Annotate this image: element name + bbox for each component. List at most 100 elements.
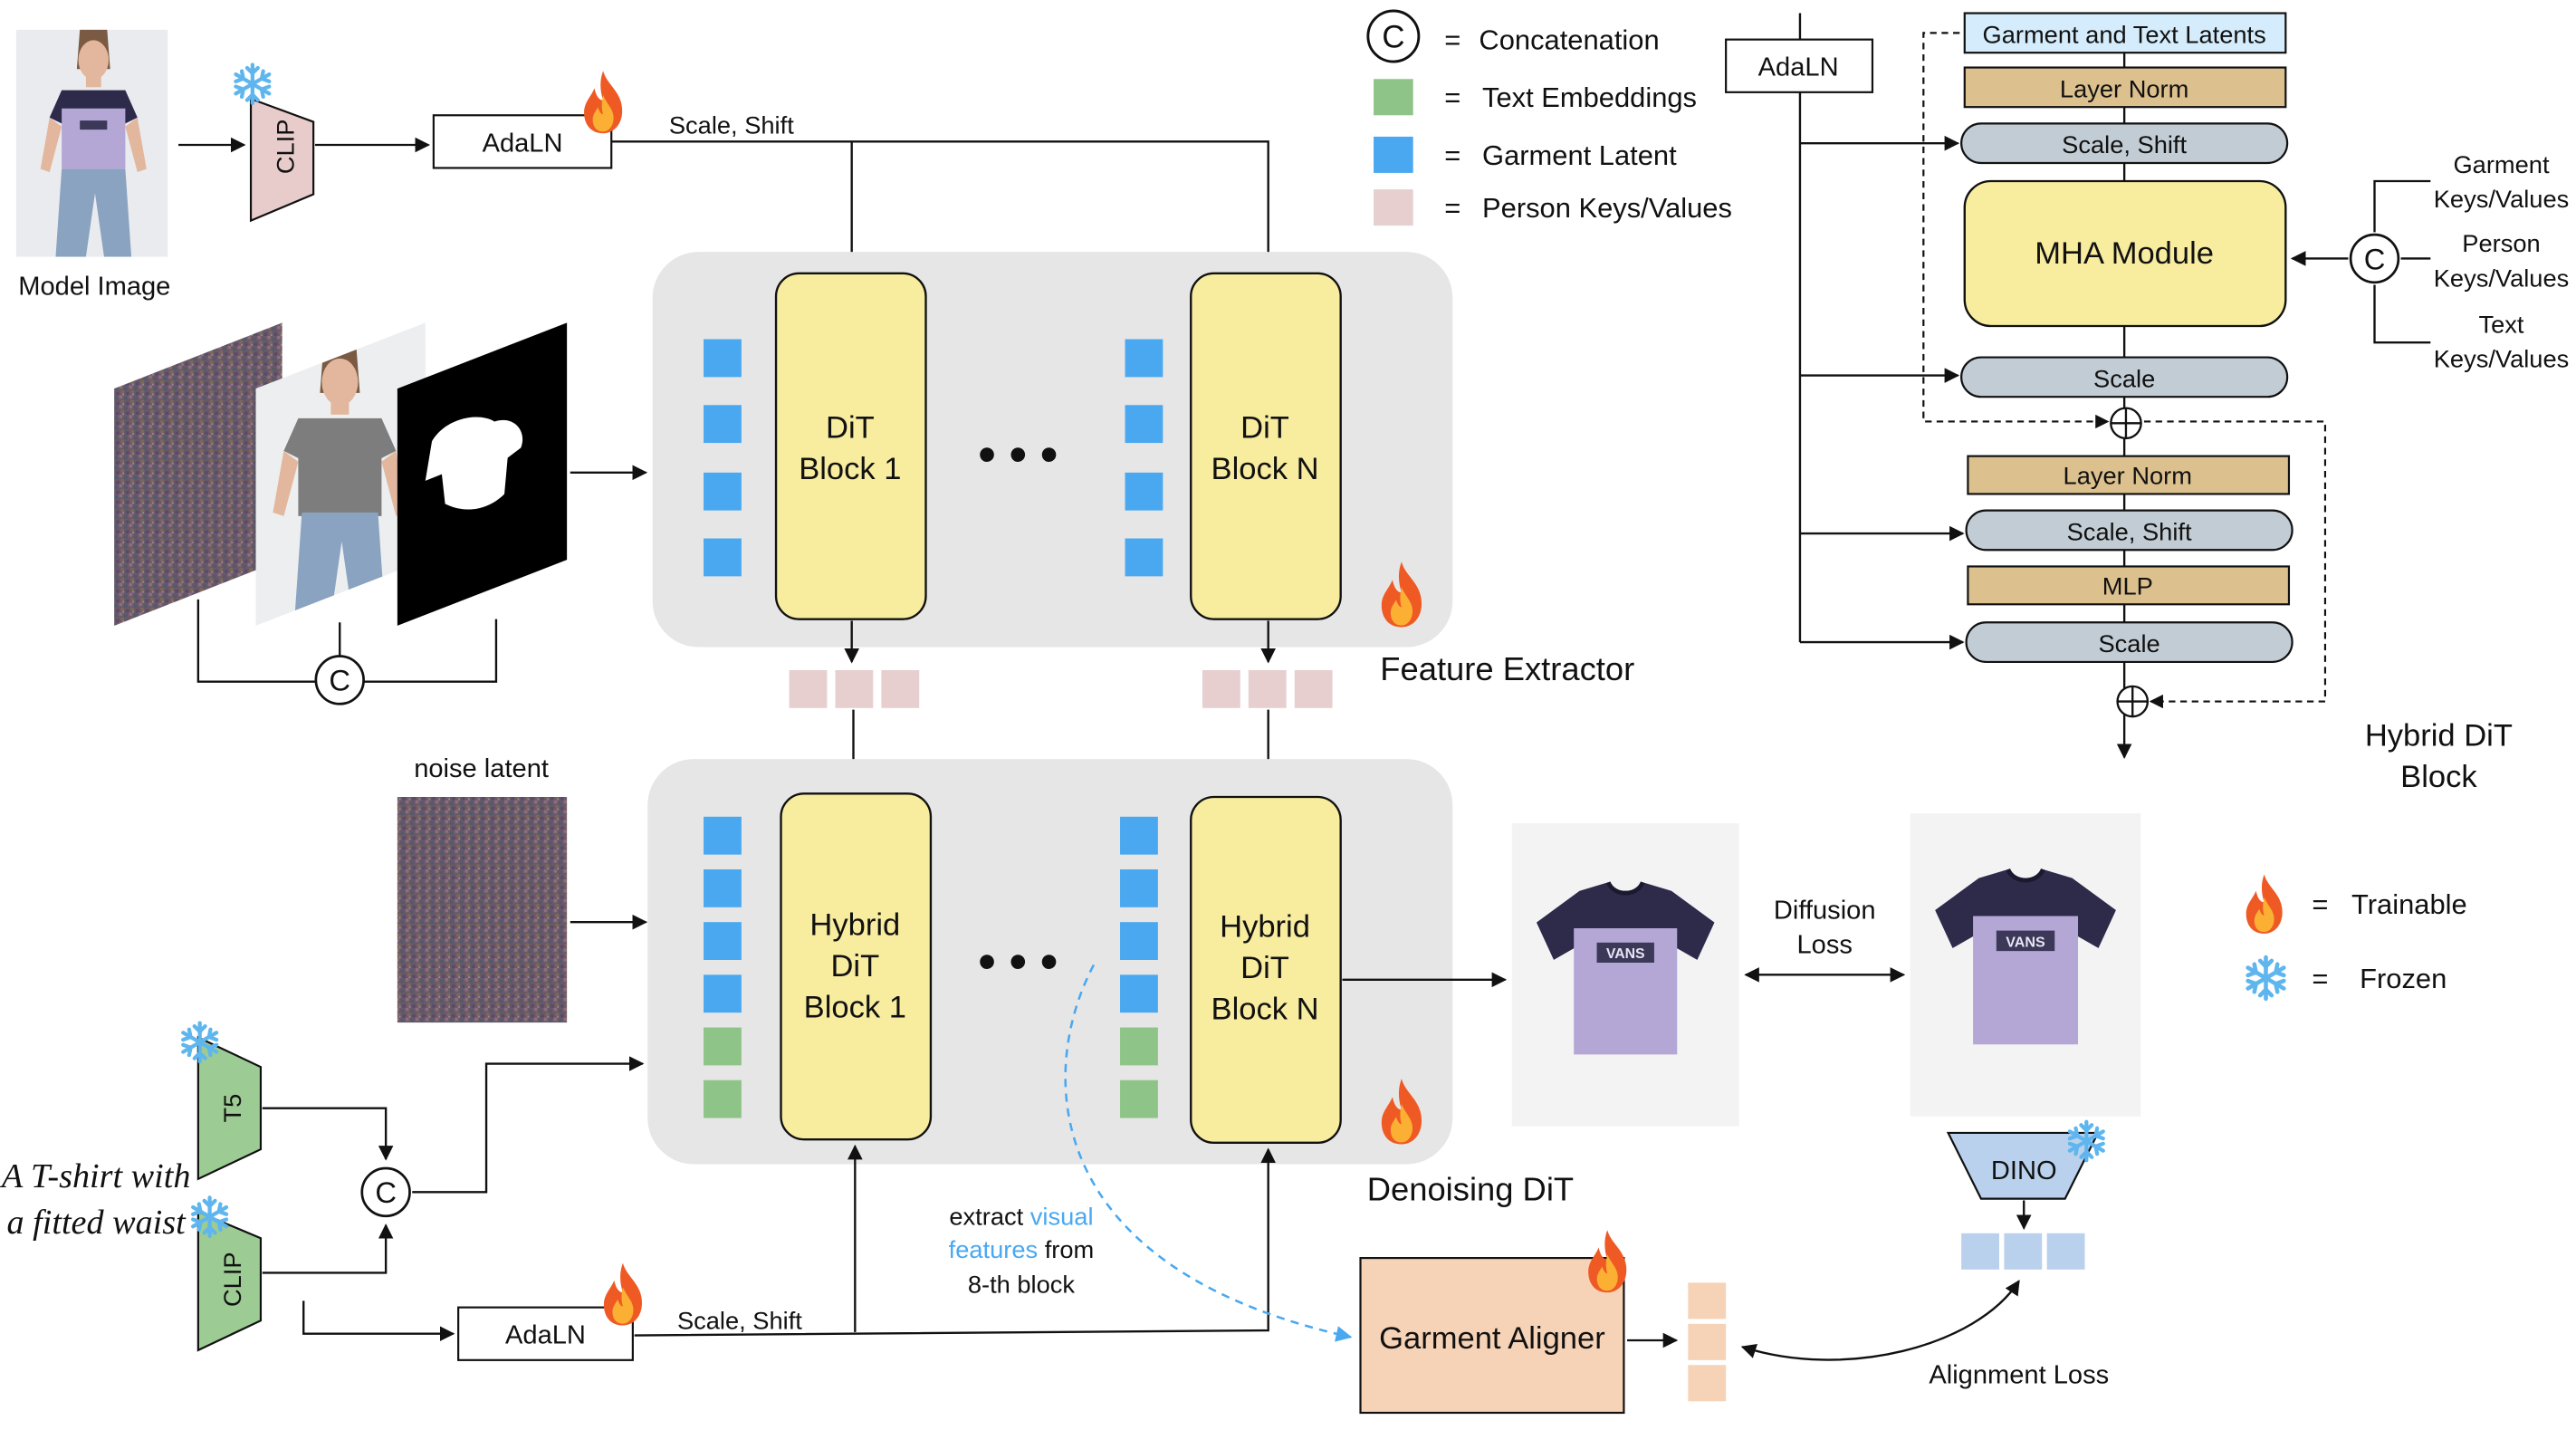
t5-label: T5 [218,1094,246,1123]
text-token [1120,1027,1158,1066]
diffusion-loss-line-2: Loss [1797,931,1853,960]
hybrid-block-title-line-1: Hybrid DiT [2365,719,2513,753]
clip-label: CLIP [271,120,299,175]
feature-extractor: DiT Block 1 • • • DiT Block N Feature Ex… [652,252,1634,687]
latents-label: Garment and Text Latents [1983,20,2266,48]
person-kv-token [1202,670,1240,708]
mha-label: MHA Module [2035,236,2214,271]
concatenation-icon [360,1166,411,1218]
diffusion-loss-line-1: Diffusion [1774,897,1876,926]
text-kv-line-1: Text [2478,310,2523,338]
hybrid-dit-block-n [1190,795,1342,1144]
clip-image-encoder [249,97,315,223]
hybrid-block-1-line2: DiT [830,949,879,984]
model-image-label: Model Image [18,272,170,301]
person-kv-line-1: Person [2462,229,2540,257]
garment-token [1120,922,1158,960]
extract-line-3: 8-th block [968,1270,1076,1298]
dit-block-n [1190,272,1342,620]
garment-token [704,538,742,577]
scale-shift-label: Scale, Shift [2067,517,2192,545]
mha-module [1963,179,2287,328]
hybrid-dit-block-detail: AdaLN Garment and Text Latents Layer Nor… [1725,12,2570,794]
mlp-box [1967,565,2291,606]
garment-token [704,405,742,444]
garment-aligner-box [1359,1257,1625,1415]
scale-label: Scale [2093,364,2155,392]
hybrid-dit-block-1 [780,792,933,1141]
noise-latent-label: noise latent [414,754,549,783]
layer-norm-2 [1967,455,2291,495]
denoising-dit: Hybrid DiT Block 1 • • • Hybrid DiT Bloc… [647,759,1574,1207]
prompt-line-2: a fitted waist [7,1204,187,1242]
person-kv-token [881,670,920,708]
dit-block-n-line2: Block N [1211,452,1319,486]
snowflake-icon [235,64,269,103]
adaln-box-detail [1725,38,1874,93]
alignment-loss-arrow [1740,1280,2020,1361]
dit-block-n-line1: DiT [1240,411,1289,446]
equals-sign: = [1444,24,1460,56]
model-image [15,29,168,257]
scale-shift-2 [1965,509,2294,552]
scale-1 [1960,356,2289,398]
adaln-label: AdaLN [505,1321,586,1350]
garment-token [704,816,742,855]
flame-icon [1588,1230,1627,1293]
garment-mask-shape [425,417,523,510]
noise-latent-image [397,797,568,1023]
garment-token [1125,538,1164,577]
layer-norm-label: Layer Norm [2060,74,2188,102]
adaln-label: AdaLN [483,129,563,158]
dino-feature-token [1961,1233,1999,1270]
aligned-feature-token [1688,1365,1727,1402]
hybrid-block-title-line-2: Block [2400,760,2477,794]
ellipsis: • • • [979,934,1058,989]
scale-2 [1965,621,2294,663]
dino-feature-token [2004,1233,2043,1270]
extract-line-2: features from [949,1235,1095,1263]
noise-latent: noise latent [397,754,648,1023]
scale-shift-1 [1960,122,2289,165]
residual-add-icon [2116,685,2150,718]
person-kv-tokens [789,620,1333,787]
layer-norm-1 [1963,66,2287,109]
extract-features-arrow [1064,964,1353,1342]
equals-sign: = [2312,963,2328,994]
flame-icon [584,71,623,134]
scale-label: Scale [2098,629,2159,657]
ellipsis: • • • [979,427,1058,482]
person-kv-token [835,670,874,708]
legend-garment-latent: Garment Latent [1482,139,1677,171]
garment-kv-line-2: Keys/Values [2434,185,2570,213]
legend-frozen: Frozen [2360,963,2447,994]
legend-concatenation: Concatenation [1479,24,1659,56]
noise-image [114,322,282,626]
alignment-loss-label: Alignment Loss [1929,1360,2109,1389]
legend-person-kv: Person Keys/Values [1482,192,1732,224]
scale-shift-label: Scale, Shift [677,1306,802,1334]
garment-aligner-label: Garment Aligner [1379,1321,1605,1356]
hybrid-block-n-line1: Hybrid [1220,910,1310,945]
dino-encoder [1946,1131,2100,1200]
text-embedding-swatch [1374,79,1413,116]
hybrid-block-n-line3: Block N [1211,992,1319,1026]
adaln-label: AdaLN [1758,53,1839,82]
garment-token [1125,472,1164,511]
equals-sign: = [1444,192,1460,224]
denoising-dit-title: Denoising DiT [1367,1170,1574,1207]
aligned-feature-token [1688,1282,1727,1319]
garment-token [1125,405,1164,444]
input-stack [114,322,648,705]
person-kv-token [1248,670,1287,708]
garment-token [1125,339,1164,378]
text-kv-line-2: Keys/Values [2434,344,2570,372]
dit-block-1 [774,272,927,620]
hybrid-block-n-line2: DiT [1240,951,1289,985]
extract-annotation: extract visual features from 8-th block [949,964,1353,1342]
layer-norm-label: Layer Norm [2064,462,2192,490]
scale-shift-label: Scale, Shift [669,110,794,139]
mlp-label: MLP [2102,571,2153,600]
extract-line-1: extract visual [949,1203,1093,1231]
person-kv-swatch [1374,189,1413,226]
